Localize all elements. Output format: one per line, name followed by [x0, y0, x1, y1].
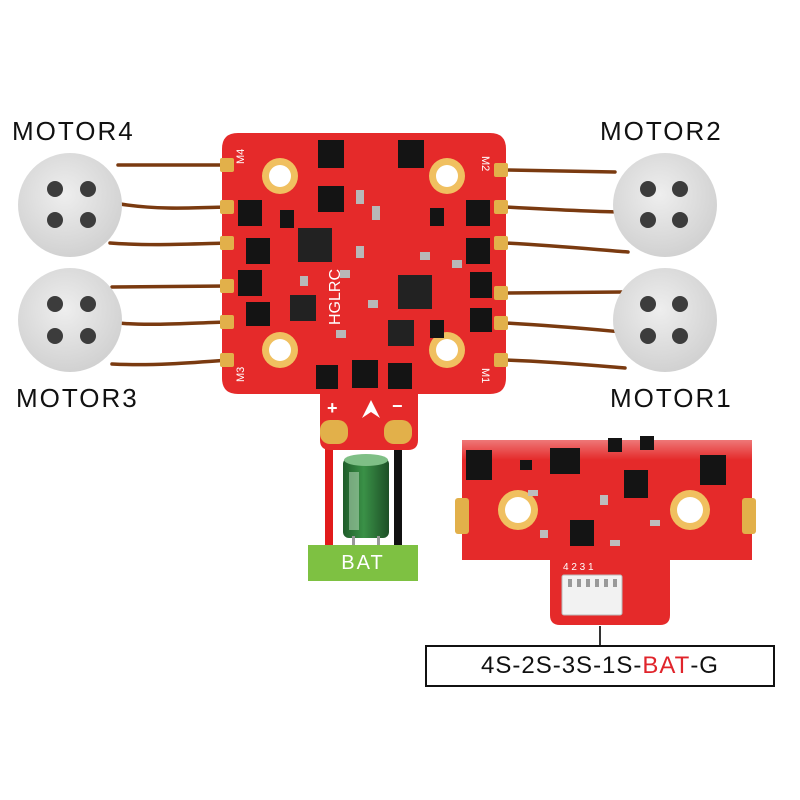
battery-leads — [325, 436, 402, 548]
motor-2 — [613, 153, 717, 257]
mount-holes — [262, 158, 465, 368]
battery-label: BAT — [308, 545, 418, 581]
brand-text: HGLRC — [327, 269, 344, 325]
motor-4 — [18, 153, 122, 257]
motor2-label: MOTOR2 — [600, 116, 723, 146]
small-components — [300, 190, 462, 338]
motor-1 — [613, 268, 717, 372]
pad-label-m4: M4 — [235, 149, 247, 164]
motor1-label: MOTOR1 — [610, 383, 733, 413]
polarity-negative: − — [392, 396, 403, 416]
connector-detail: 4 2 3 1 — [440, 405, 780, 646]
motor3-label: MOTOR3 — [16, 383, 139, 413]
esc-board: M4 M2 M3 M1 HGLRC + − — [220, 133, 508, 450]
polarity-positive: + — [327, 398, 338, 418]
pinout-suffix: -G — [690, 652, 719, 679]
battery-pad-positive — [320, 420, 348, 444]
pinout-prefix: 4S-2S-3S-1S- — [481, 652, 643, 679]
mcu-chips — [290, 228, 432, 346]
pad-label-m2: M2 — [479, 156, 491, 171]
pin-numbers: 4 2 3 1 — [563, 562, 594, 573]
pad-label-m1: M1 — [479, 368, 491, 383]
motor-pads-right — [494, 163, 508, 367]
arrow-icon — [362, 400, 380, 418]
capacitor — [343, 454, 389, 548]
motor-3 — [18, 268, 122, 372]
motor-wires — [108, 163, 630, 370]
motor-pads-left — [220, 158, 234, 367]
motor4-label: MOTOR4 — [12, 116, 135, 146]
pad-label-m3: M3 — [235, 367, 247, 382]
pinout-bat: BAT — [642, 652, 691, 679]
battery-label-text: BAT — [341, 551, 385, 574]
mosfets — [238, 140, 492, 389]
battery-pad-negative — [384, 420, 412, 444]
connector-pinout-label: 4S-2S-3S-1S-BAT-G — [425, 645, 775, 687]
